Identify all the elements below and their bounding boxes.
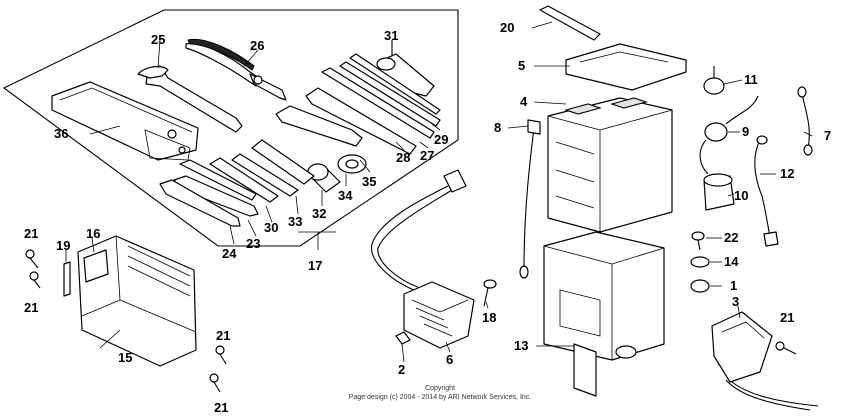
copyright-notice: Copyright Page design (c) 2004 - 2014 by… [349, 385, 532, 401]
label-25: 25 [151, 32, 165, 47]
label-32: 32 [312, 206, 326, 221]
copyright-line-1: Copyright [425, 385, 455, 392]
bolt-21-left [25, 249, 41, 289]
regulator-harness [371, 169, 467, 291]
spanner-35 [275, 105, 367, 174]
battery-box [543, 231, 665, 397]
label-11: 11 [744, 72, 758, 87]
pliers-26 [185, 38, 287, 101]
battery-cover [565, 43, 687, 91]
bracket-19 [63, 261, 71, 297]
label-29: 29 [434, 132, 448, 147]
ignition-unit [77, 235, 197, 367]
label-34: 34 [338, 188, 353, 203]
screw-22 [691, 231, 705, 251]
bolt-18 [483, 279, 497, 307]
label-2: 2 [398, 362, 405, 377]
label-5: 5 [518, 58, 525, 73]
label-26: 26 [250, 38, 264, 53]
label-35: 35 [362, 174, 376, 189]
tool-bag [51, 81, 199, 161]
label-16: 16 [86, 226, 100, 241]
label-20: 20 [500, 20, 514, 35]
relay-11 [703, 66, 725, 95]
label-27: 27 [420, 148, 434, 163]
battery-strap [539, 5, 601, 41]
label-15: 15 [118, 350, 132, 365]
label-1: 1 [730, 278, 737, 293]
horn-bracket-10 [703, 173, 735, 211]
label-21-bottom-top: 21 [216, 328, 230, 343]
label-3: 3 [732, 294, 739, 309]
label-10: 10 [734, 188, 748, 203]
cable-12 [754, 135, 779, 247]
label-24: 24 [222, 246, 237, 261]
label-21-left-bottom: 21 [24, 300, 38, 315]
label-22: 22 [724, 230, 738, 245]
label-19: 19 [56, 238, 70, 253]
label-30: 30 [264, 220, 278, 235]
label-4: 4 [520, 94, 528, 109]
wrench-25 [137, 65, 243, 133]
unit-3 [711, 311, 819, 411]
label-23: 23 [246, 236, 260, 251]
screwdriver-set [305, 53, 441, 155]
label-21-right: 21 [780, 310, 794, 325]
spanner-30 [209, 139, 315, 203]
bolt-21-bottom [209, 345, 227, 393]
part-numbers: 25 26 31 29 27 28 35 34 32 33 30 23 24 3… [24, 20, 831, 415]
wrench-23 [159, 159, 259, 227]
label-21-bottom: 21 [214, 400, 228, 415]
label-12: 12 [780, 166, 794, 181]
label-31: 31 [384, 28, 398, 43]
ground-cable-7 [797, 86, 813, 156]
label-33: 33 [288, 214, 302, 229]
condenser-9 [699, 95, 759, 175]
label-13: 13 [514, 338, 528, 353]
label-14: 14 [724, 254, 739, 269]
label-9: 9 [742, 124, 749, 139]
socket-32 [307, 163, 341, 193]
copyright-line-2: Page design (c) 2004 - 2014 by ARI Netwo… [349, 394, 532, 401]
battery-cable [519, 119, 541, 279]
label-28: 28 [396, 150, 410, 165]
bolt-21-right [775, 341, 797, 355]
regulator-rectifier [403, 281, 475, 349]
label-17: 17 [308, 258, 322, 273]
cushion-1 [690, 279, 710, 293]
label-8: 8 [494, 120, 501, 135]
nut-2 [395, 331, 411, 345]
tool-kit-outline [2, 9, 459, 247]
label-36: 36 [54, 126, 68, 141]
label-6: 6 [446, 352, 453, 367]
label-18: 18 [482, 310, 496, 325]
grommet-14 [690, 256, 710, 268]
label-7: 7 [824, 128, 831, 143]
battery [547, 97, 673, 233]
leader-lines [65, 21, 813, 363]
label-21-left-top: 21 [24, 226, 38, 241]
